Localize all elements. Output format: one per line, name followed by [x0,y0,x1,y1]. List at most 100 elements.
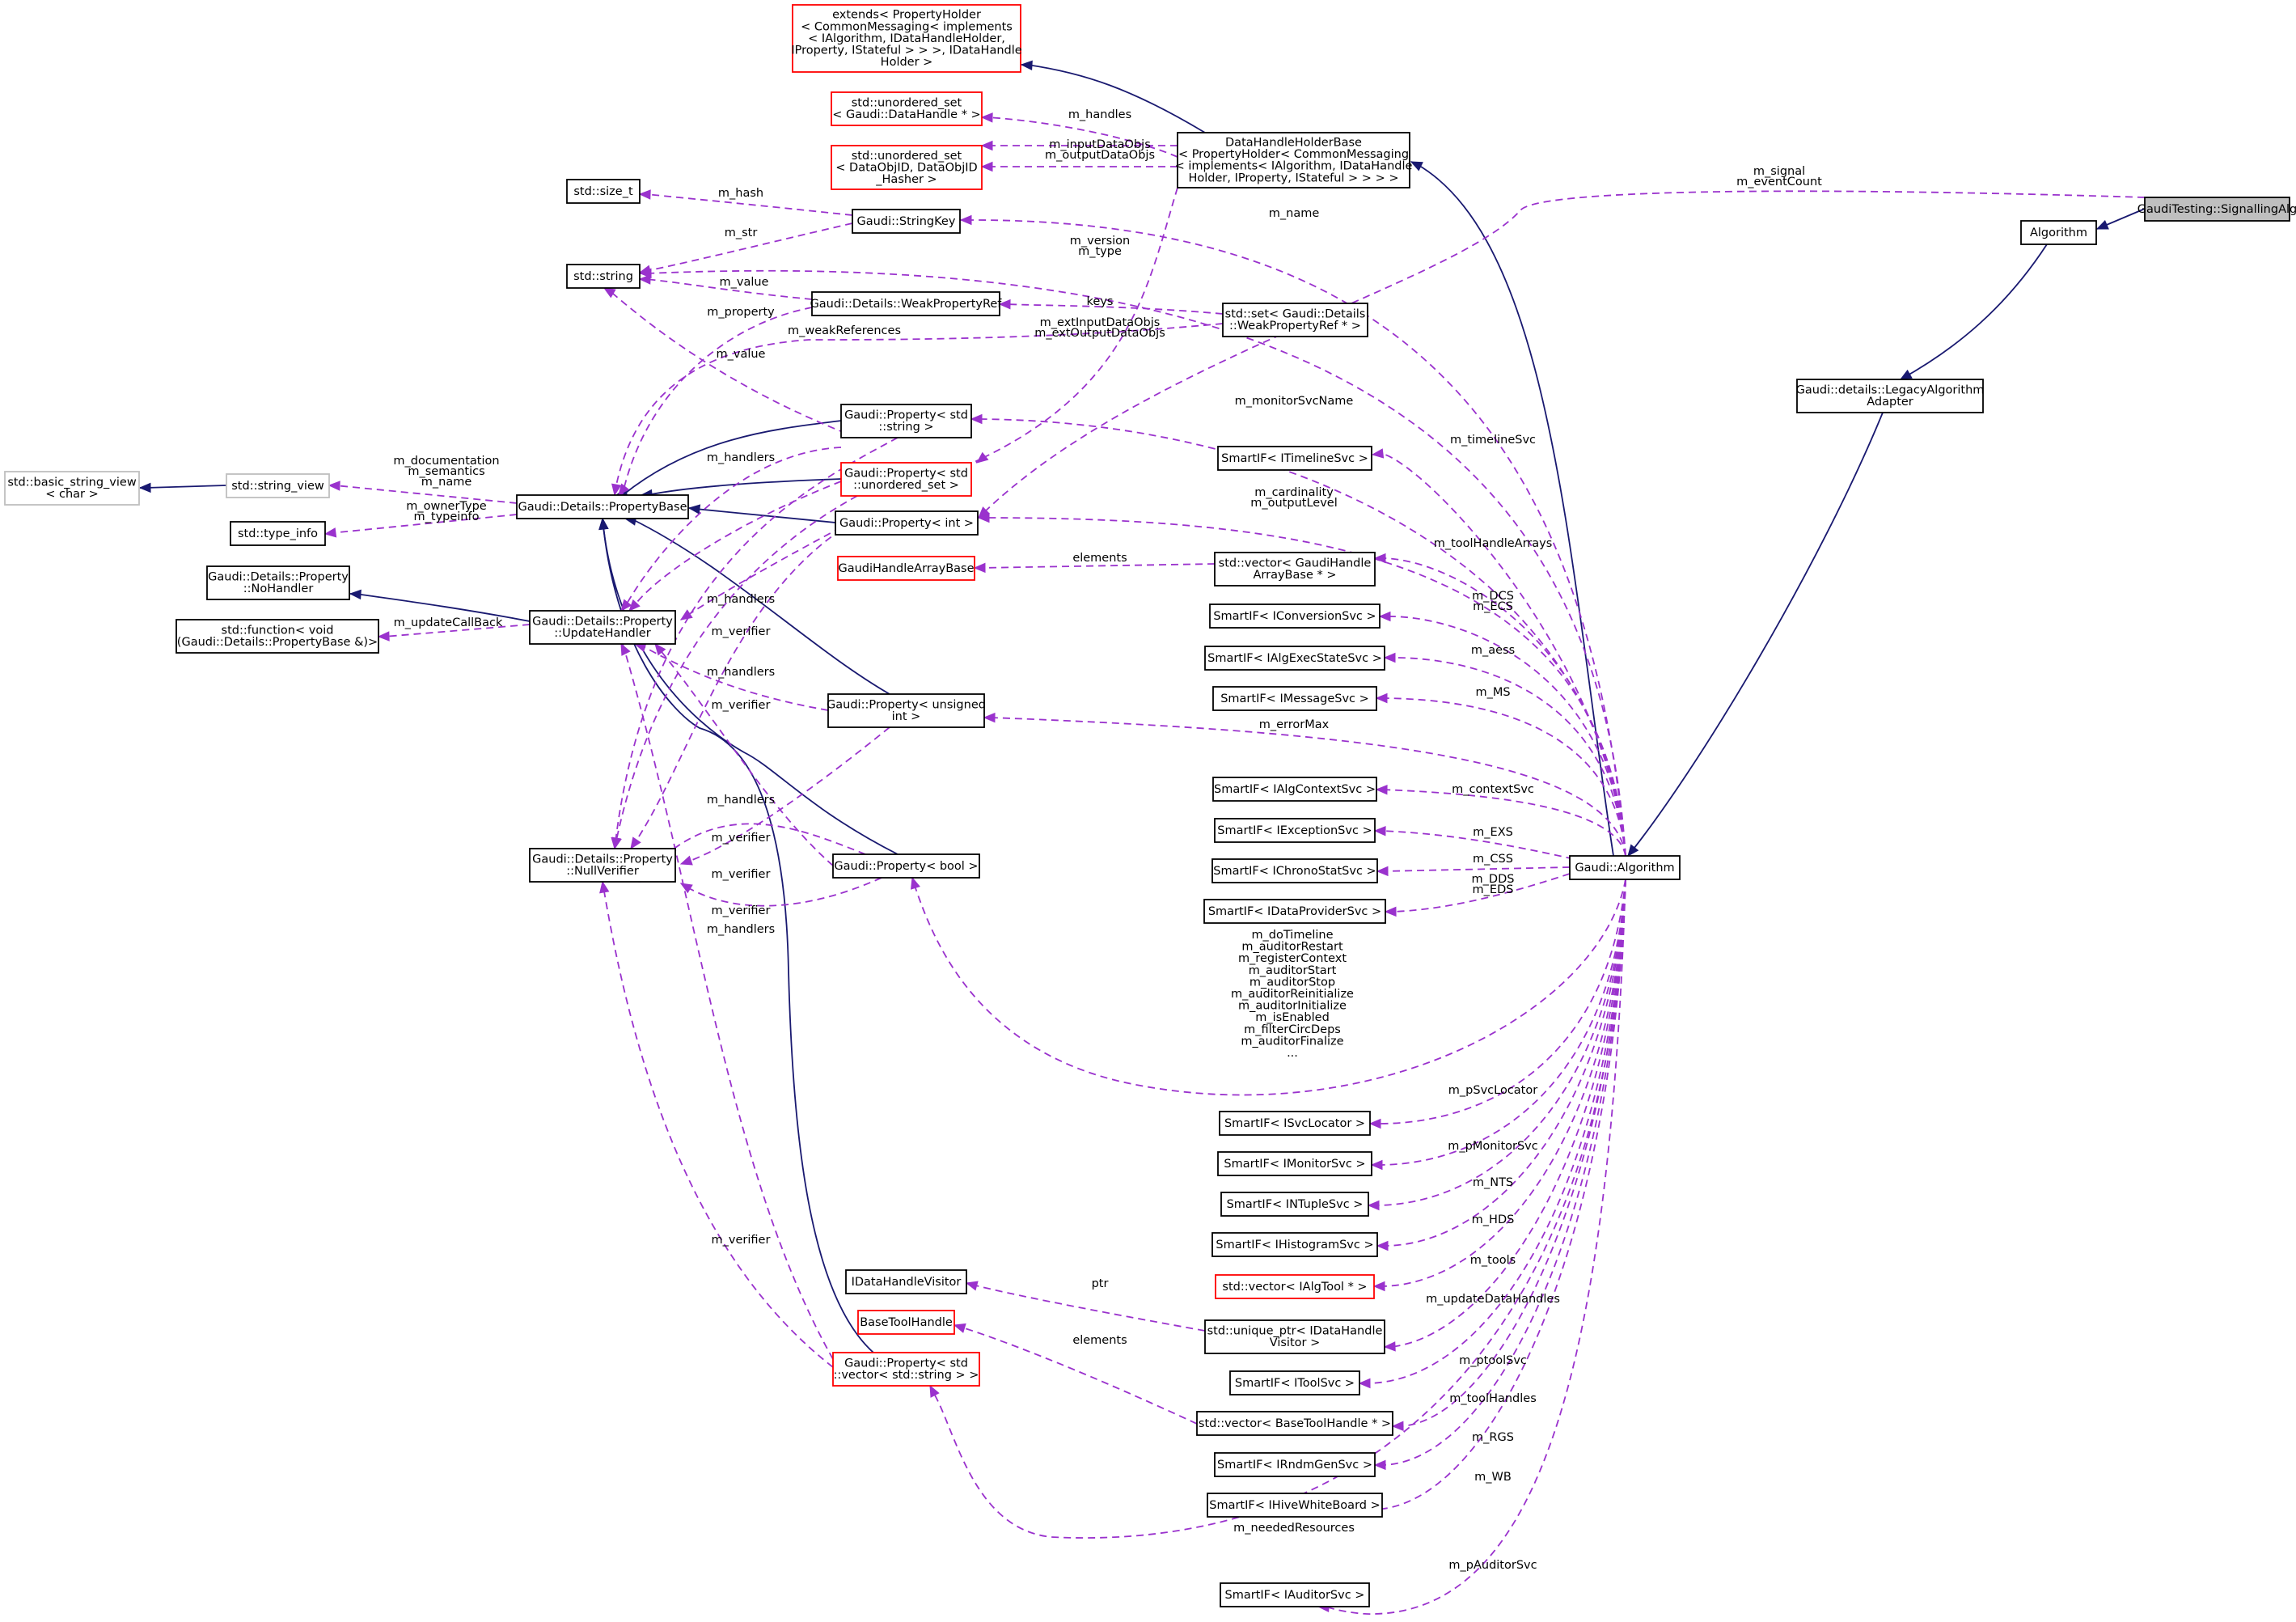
inheritance-edge [1020,60,1206,133]
node-label: Gaudi::StringKey [857,215,956,228]
node-algorithm[interactable]: Algorithm [2020,220,2097,245]
node-datahandle-holder-base[interactable]: DataHandleHolderBase< PropertyHolder< Co… [1175,132,1413,188]
node-smart-algexec[interactable]: SmartIF< IAlgExecStateSvc > [1204,646,1385,671]
edge-line [1375,879,1626,1466]
node-box [1217,446,1372,471]
node-smart-ntuple[interactable]: SmartIF< INTupleSvc > [1220,1192,1369,1217]
node-label: _Hasher > [875,173,937,186]
node-label: (Gaudi::Details::PropertyBase &)> [177,636,378,649]
node-box [1204,1319,1385,1354]
node-smart-svclocator[interactable]: SmartIF< ISvcLocator > [1219,1111,1371,1136]
node-box [1214,1452,1376,1477]
node-box [2144,197,2290,222]
edge-label: m_auditorRestart [1241,941,1343,954]
node-label: std::unordered_set [852,97,962,110]
usage-edge [630,529,842,850]
node-std-string[interactable]: std::string [566,264,641,289]
node-vector-handle-array[interactable]: std::vector< GaudiHandleArrayBase * > [1214,552,1376,587]
node-label: IDataHandleVisitor [852,1276,962,1289]
node-box [840,462,972,497]
node-size-t[interactable]: std::size_t [566,179,641,204]
edge-line [978,190,2146,519]
node-gaudi-algorithm[interactable]: Gaudi::Algorithm [1569,855,1681,880]
node-string-key[interactable]: Gaudi::StringKey [852,209,961,234]
node-smart-hive[interactable]: SmartIF< IHiveWhiteBoard > [1207,1493,1383,1518]
edge-line [1021,64,1206,133]
node-smart-chrono[interactable]: SmartIF< IChronoStatSvc > [1211,858,1378,883]
node-vector-base-tool[interactable]: std::vector< BaseToolHandle * > [1196,1411,1393,1436]
node-weak-property-ref[interactable]: Gaudi::Details::WeakPropertyRef [810,291,1003,316]
edge-line [1385,879,1626,1348]
usage-edge [323,514,518,538]
usage-edge [1383,879,1626,1352]
arrowhead [1899,369,1913,380]
node-set-weak-ref[interactable]: std::set< Gaudi::Details::WeakPropertyRe… [1222,303,1368,337]
arrowhead [1378,611,1391,622]
usage-edge [679,726,890,866]
arrowhead [620,642,631,656]
node-label: DataHandleHolderBase [1225,136,1362,149]
edge-label: m_weakReferences [788,324,901,337]
node-smart-exception[interactable]: SmartIF< IExceptionSvc > [1214,818,1376,843]
node-prop-bool[interactable]: Gaudi::Property< bool > [832,853,980,879]
usage-edge [1378,611,1626,857]
node-smart-conversion[interactable]: SmartIF< IConversionSvc > [1209,603,1381,629]
node-label: < CommonMessaging< implements [801,20,1013,33]
node-smart-rndm[interactable]: SmartIF< IRndmGenSvc > [1214,1452,1376,1477]
usage-edge [377,624,531,642]
node-update-handler[interactable]: Gaudi::Details::Property::UpdateHandler [529,610,676,645]
node-null-verifier[interactable]: Gaudi::Details::Property::NullVerifier [529,848,676,883]
node-idatahandle-visitor[interactable]: IDataHandleVisitor [845,1269,967,1294]
usage-edge [998,299,1224,315]
edge-label: m_auditorStop [1249,976,1335,989]
usage-edge [1383,652,1626,857]
node-smart-algcontext[interactable]: SmartIF< IAlgContextSvc > [1212,777,1377,802]
node-box [792,4,1021,73]
node-smart-monitor[interactable]: SmartIF< IMonitorSvc > [1217,1151,1372,1176]
arrowhead [638,265,652,275]
edge-label: m_isEnabled [1255,1011,1330,1024]
edge-label: m_documentation [393,455,499,468]
node-label: SmartIF< IAlgContextSvc > [1214,783,1376,796]
node-type-info[interactable]: std::type_info [230,521,326,546]
node-box [529,848,676,883]
edge-label: m_DCS [1472,590,1514,603]
node-smart-auditor[interactable]: SmartIF< IAuditorSvc > [1220,1582,1370,1607]
edge-label: m_ownerType [406,500,487,513]
node-label: SmartIF< IToolSvc > [1235,1377,1355,1390]
usage-edge [1375,784,1626,857]
node-smart-toolsvc[interactable]: SmartIF< IToolSvc > [1229,1370,1360,1395]
node-prop-string[interactable]: Gaudi::Property< std::string > [840,404,972,438]
edge-line [680,877,882,907]
edge-line [1377,879,1626,1247]
node-signalling-alg[interactable]: GaudiTesting::SignallingAlg [2137,197,2296,222]
edge-label: m_outputDataObjs [1045,149,1155,162]
arrowhead [1376,866,1389,877]
node-unique-ptr-visitor[interactable]: std::unique_ptr< IDataHandleVisitor > [1204,1319,1385,1354]
node-smart-dataprovider[interactable]: SmartIF< IDataProviderSvc > [1203,899,1386,924]
node-label: SmartIF< IConversionSvc > [1213,610,1376,623]
edge-label: m_handles [1068,108,1131,121]
usage-edge [1365,879,1626,1514]
node-property-base[interactable]: Gaudi::Details::PropertyBase [516,494,689,519]
node-basic-string-view: std::basic_string_view< char > [4,471,140,506]
node-smart-message[interactable]: SmartIF< IMessageSvc > [1212,686,1377,711]
edge-line [1393,879,1626,1427]
node-box [4,471,140,506]
node-base-tool-handle: BaseToolHandle [857,1310,955,1335]
node-smart-timeline[interactable]: SmartIF< ITimelineSvc > [1217,446,1372,471]
node-label: SmartIF< IHistogramSvc > [1216,1239,1373,1251]
node-std-function[interactable]: std::function< void(Gaudi::Details::Prop… [175,619,379,654]
arrowhead [638,189,651,200]
usage-edge [620,447,842,612]
node-box [852,209,961,234]
node-no-handler[interactable]: Gaudi::Details::Property::NoHandler [206,565,350,600]
arrowhead [953,1323,966,1333]
node-smart-histogram[interactable]: SmartIF< IHistogramSvc > [1211,1232,1378,1257]
node-label: Gaudi::Property< bool > [834,860,978,873]
node-label: < char > [45,488,99,501]
node-prop-int[interactable]: Gaudi::Property< int > [835,510,979,536]
edge-label: m_CSS [1473,853,1513,866]
